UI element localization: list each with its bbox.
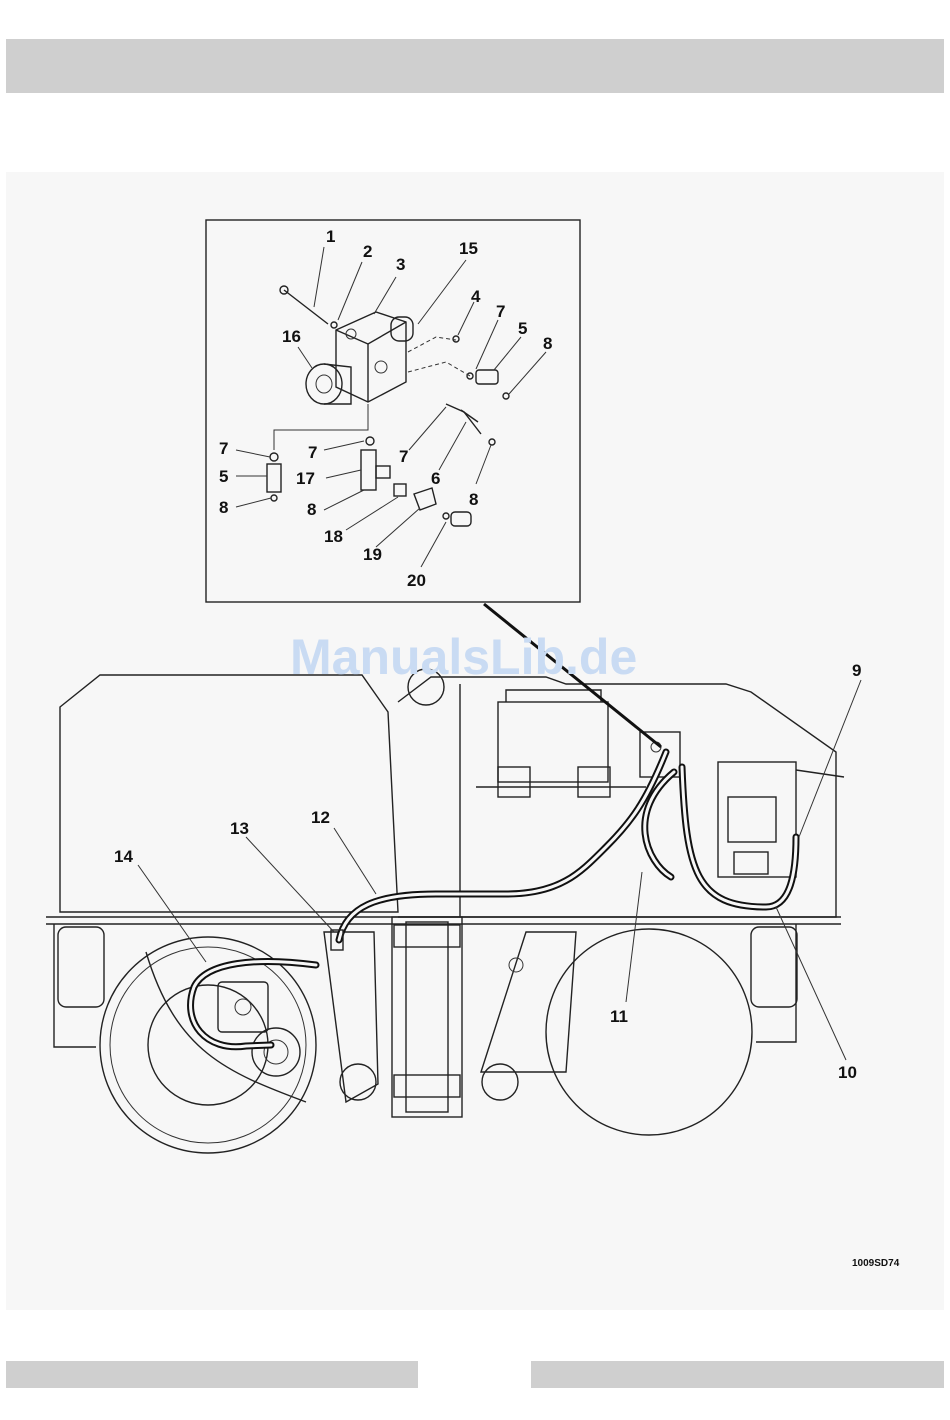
callout-4: 4 — [471, 287, 481, 306]
callout-20: 20 — [407, 571, 426, 590]
callout-16: 16 — [282, 327, 301, 346]
callout-15: 15 — [459, 239, 478, 258]
callout-13: 13 — [230, 819, 249, 838]
callout-2: 2 — [363, 242, 372, 261]
callout-14: 14 — [114, 847, 133, 866]
callout-7-upper: 7 — [496, 302, 505, 321]
detail-leaders — [236, 247, 546, 567]
callout-11: 11 — [610, 1007, 628, 1026]
callout-8-right: 8 — [469, 490, 478, 509]
detail-inset — [206, 220, 580, 602]
figure-reference: 1009SD74 — [852, 1258, 900, 1269]
callout-7-middle: 7 — [308, 443, 317, 462]
callout-1: 1 — [326, 227, 335, 246]
callout-5-left: 5 — [219, 467, 228, 486]
callout-10: 10 — [838, 1063, 857, 1082]
footer-bar-left — [6, 1361, 418, 1388]
callout-9: 9 — [852, 661, 861, 680]
callout-3: 3 — [396, 255, 405, 274]
callout-8-middle: 8 — [307, 500, 316, 519]
callout-12: 12 — [311, 808, 330, 827]
callout-8-upper: 8 — [543, 334, 552, 353]
callout-19: 19 — [363, 545, 382, 564]
callout-6: 6 — [431, 469, 440, 488]
footer-bar-right — [531, 1361, 944, 1388]
header-bar — [6, 39, 944, 93]
watermark: ManualsLib.de — [290, 629, 637, 685]
callout-17: 17 — [296, 469, 315, 488]
callout-7-right: 7 — [399, 447, 408, 466]
machine-drawing — [46, 669, 844, 1153]
callout-18: 18 — [324, 527, 343, 546]
callout-8-left: 8 — [219, 498, 228, 517]
callout-7-left: 7 — [219, 439, 228, 458]
parts-diagram: 1 2 3 15 4 7 5 8 16 7 7 5 17 8 8 7 6 8 1… — [6, 172, 944, 1310]
callout-5-upper: 5 — [518, 319, 527, 338]
